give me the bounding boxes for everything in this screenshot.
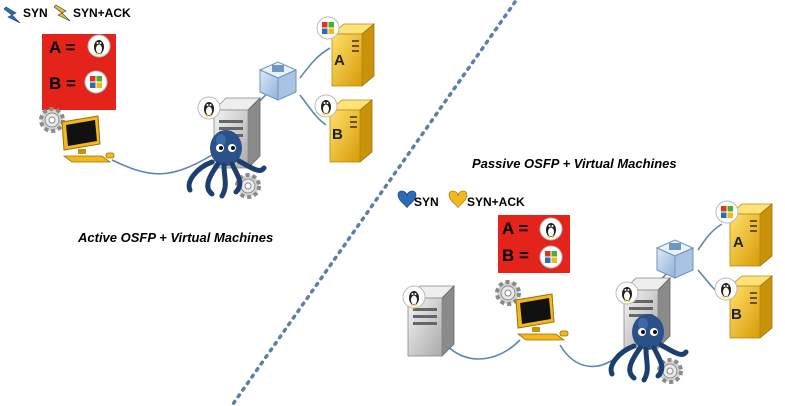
host-linux-logo-icon [615, 281, 639, 305]
link-vbox-vm-a [697, 223, 723, 251]
link-workstation-host [111, 149, 221, 175]
table-row-a: A = [49, 38, 76, 57]
vm-b-label: B [731, 306, 742, 323]
passive-section [397, 190, 773, 384]
gear-icon [39, 107, 65, 133]
legend-syn-label: SYN [23, 6, 48, 20]
linux-logo-icon [539, 217, 563, 241]
vm-b-linux-logo-icon [714, 277, 738, 301]
sensor-linux-logo-icon [402, 285, 426, 309]
vm-a-label: A [334, 52, 345, 69]
divider-line [231, 0, 517, 406]
vm-b-linux-logo-icon [314, 94, 338, 118]
synack-bolt-icon [53, 4, 71, 22]
syn-bolt-icon [3, 6, 21, 24]
workstation-icon [515, 293, 569, 341]
vm-b-label: B [332, 126, 343, 143]
vm-a-windows-logo-icon [316, 16, 340, 40]
workstation-icon [61, 115, 115, 163]
windows-logo-icon [84, 70, 108, 94]
active-section [3, 4, 375, 199]
legend-synack-label: SYN+ACK [73, 6, 131, 20]
table-row-a: A = [502, 219, 529, 238]
legend-synack-label: SYN+ACK [467, 195, 525, 209]
windows-logo-icon [539, 245, 563, 269]
legend-syn-label: SYN [414, 195, 439, 209]
host-linux-logo-icon [197, 96, 221, 120]
table-row-b: B = [502, 246, 529, 265]
active-caption: Active OSFP + Virtual Machines [78, 230, 274, 245]
link-vbox-vm-a [299, 47, 331, 79]
passive-caption: Passive OSFP + Virtual Machines [472, 156, 677, 171]
vm-a-label: A [733, 234, 744, 251]
vm-a-windows-logo-icon [715, 200, 739, 224]
linux-logo-icon [87, 34, 111, 58]
link-vbox-vm-b [299, 94, 327, 126]
table-row-b: B = [49, 74, 76, 93]
virtualbox-icon [259, 61, 297, 101]
synack-heart-icon [448, 190, 468, 209]
link-sensor-workstation [445, 339, 521, 360]
virtualbox-icon [656, 239, 694, 279]
